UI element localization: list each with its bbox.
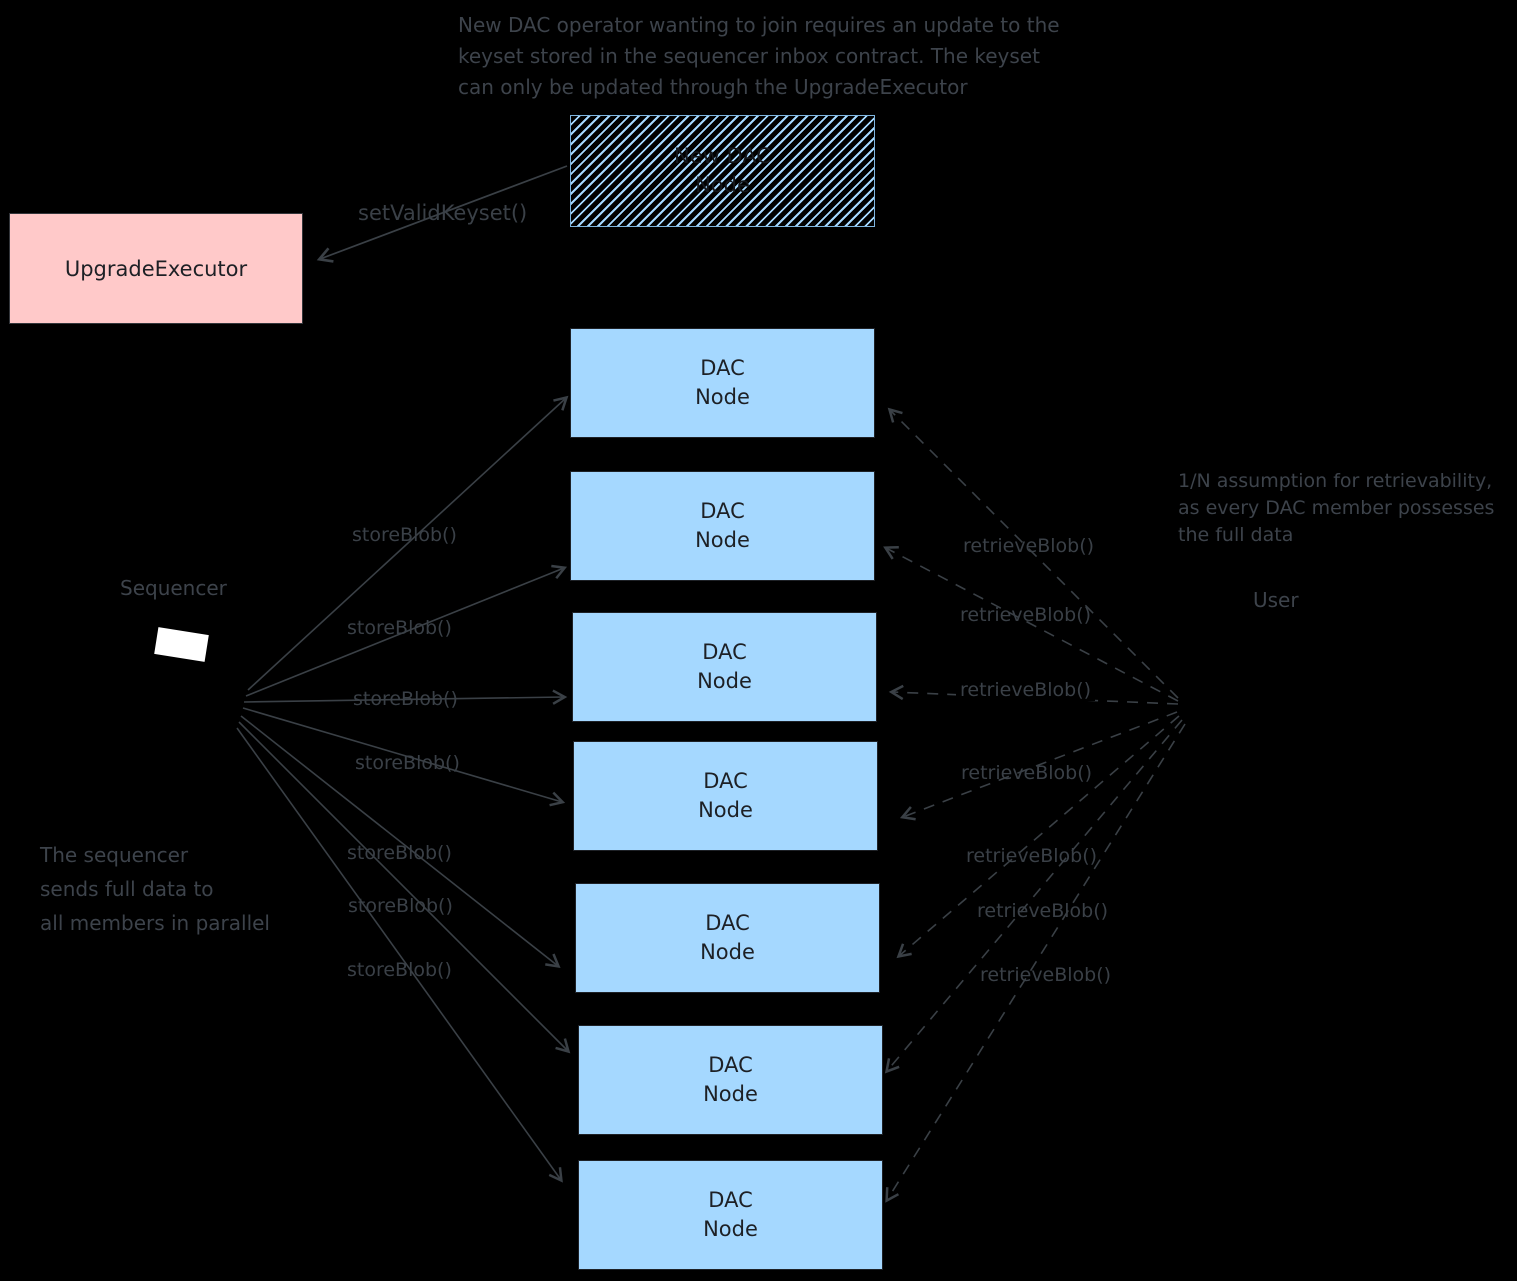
dac-node-box-4: DAC Node [573, 741, 878, 851]
right-note-line: the full data [1178, 524, 1294, 546]
store-blob-label-4: storeBlob() [355, 752, 460, 774]
top-note-line: keyset stored in the sequencer inbox con… [458, 44, 1040, 68]
dac-node-label-line2: Node [695, 385, 750, 409]
retrieve-blob-label-2: retrieveBlob() [960, 604, 1092, 626]
left-note: The sequencer sends full data to all mem… [40, 838, 270, 940]
dac-node-box-5: DAC Node [575, 883, 880, 993]
sequencer-computer-icon [154, 627, 209, 662]
dac-node-box-6: DAC Node [578, 1025, 883, 1135]
dac-node-label-line1: DAC [708, 1053, 753, 1077]
store-blob-label-2: storeBlob() [347, 617, 452, 639]
left-note-line: all members in parallel [40, 911, 270, 935]
dac-node-label-line1: DAC [708, 1188, 753, 1212]
retrieve-blob-label-1: retrieveBlob() [963, 535, 1095, 557]
set-valid-keyset-label: setValidKeyset() [358, 201, 528, 225]
dac-node-label-line1: DAC [705, 911, 750, 935]
dac-node-label-line1: DAC [702, 640, 747, 664]
dac-node-box-7: DAC Node [578, 1160, 883, 1270]
new-dac-node-label-line2: Node [695, 173, 750, 197]
dac-node-label-line2: Node [703, 1217, 758, 1241]
right-note: 1/N assumption for retrievability, as ev… [1178, 468, 1494, 549]
top-note-line: New DAC operator wanting to join require… [458, 13, 1060, 37]
new-dac-node-label-line1: New DAC [674, 144, 771, 168]
dac-node-label-line2: Node [700, 940, 755, 964]
sequencer-label: Sequencer [120, 576, 227, 600]
dac-node-label-line2: Node [703, 1082, 758, 1106]
user-label: User [1253, 588, 1299, 612]
store-blob-label-1: storeBlob() [352, 524, 457, 546]
dac-node-box-3: DAC Node [572, 612, 877, 722]
left-note-line: sends full data to [40, 877, 214, 901]
left-note-line: The sequencer [40, 843, 189, 867]
store-blob-label-6: storeBlob() [348, 895, 453, 917]
right-note-line: 1/N assumption for retrievability, [1178, 470, 1493, 492]
dac-node-label-line1: DAC [700, 499, 745, 523]
dac-node-label-line2: Node [697, 669, 752, 693]
dac-node-box-1: DAC Node [570, 328, 875, 438]
top-note-line: can only be updated through the UpgradeE… [458, 75, 968, 99]
edge-retrieve-blob-7 [885, 723, 1186, 1203]
retrieve-blob-label-3: retrieveBlob() [956, 679, 1096, 701]
dac-node-box-2: DAC Node [570, 471, 875, 581]
dac-node-label-line1: DAC [703, 769, 748, 793]
right-note-line: as every DAC member possesses [1178, 497, 1495, 519]
dac-node-label-line1: DAC [700, 356, 745, 380]
retrieve-blob-label-5: retrieveBlob() [966, 845, 1098, 867]
dac-node-label-line2: Node [695, 528, 750, 552]
retrieve-blob-label-6: retrieveBlob() [977, 900, 1109, 922]
store-blob-label-3: storeBlob() [353, 688, 458, 710]
retrieve-blob-label-4: retrieveBlob() [961, 762, 1093, 784]
retrieve-blob-label-7: retrieveBlob() [980, 964, 1112, 986]
upgrade-executor-label: UpgradeExecutor [64, 256, 248, 281]
top-note: New DAC operator wanting to join require… [458, 10, 1060, 103]
store-blob-label-5: storeBlob() [347, 842, 452, 864]
dac-node-label-line2: Node [698, 798, 753, 822]
new-dac-node-box: New DAC Node [570, 115, 875, 227]
store-blob-label-7: storeBlob() [347, 959, 452, 981]
upgrade-executor-box: UpgradeExecutor [9, 213, 303, 324]
edge-store-blob-7 [236, 727, 563, 1183]
